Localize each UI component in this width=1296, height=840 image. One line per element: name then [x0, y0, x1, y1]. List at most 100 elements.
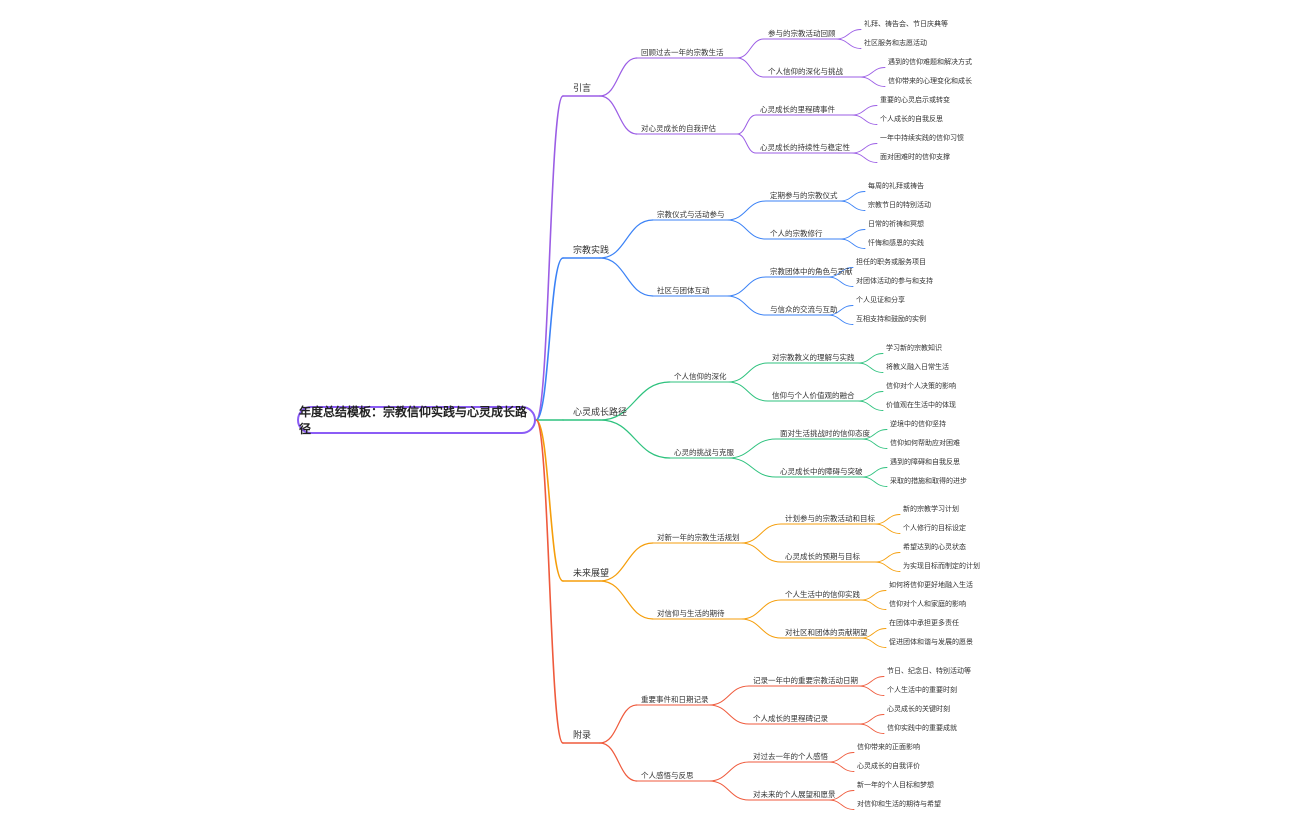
topic-label[interactable]: 对新一年的宗教生活规划 — [657, 532, 740, 542]
subtopic-label[interactable]: 对过去一年的个人感悟 — [753, 751, 828, 761]
subtopic-connector — [740, 523, 782, 544]
leaf-label[interactable]: 对团体活动的参与和支持 — [856, 276, 933, 285]
topic-label[interactable]: 重要事件和日期记录 — [641, 694, 709, 704]
leaf-label[interactable]: 价值观在生活中的体现 — [886, 400, 956, 409]
leaf-label[interactable]: 互相支持和鼓励的实例 — [856, 314, 926, 323]
subtopic-label[interactable]: 心灵成长的里程碑事件 — [760, 104, 835, 114]
leaf-label[interactable]: 希望达到的心灵状态 — [903, 542, 966, 551]
leaf-connector — [874, 552, 901, 563]
subtopic-label[interactable]: 参与的宗教活动回顾 — [768, 28, 836, 38]
leaf-label[interactable]: 遇到的信仰难题和解决方式 — [888, 57, 972, 66]
leaf-connector — [851, 143, 878, 154]
leaf-label[interactable]: 个人见证和分享 — [856, 295, 905, 304]
subtopic-connector — [726, 276, 767, 297]
leaf-label[interactable]: 信仰实践中的重要成就 — [887, 723, 957, 732]
subtopic-label[interactable]: 心灵成长的持续性与稳定性 — [760, 142, 850, 152]
subtopic-connector — [740, 599, 782, 620]
leaf-label[interactable]: 社区服务和志愿活动 — [864, 38, 927, 47]
subtopic-connector — [736, 38, 765, 59]
topic-label[interactable]: 宗教仪式与活动参与 — [657, 209, 725, 219]
leaf-connector — [861, 476, 888, 487]
subtopic-connector — [708, 780, 750, 801]
leaf-connector — [828, 761, 855, 772]
subtopic-label[interactable]: 面对生活挑战时的信仰态度 — [780, 428, 870, 438]
subtopic-label[interactable]: 对宗教教义的理解与实践 — [772, 352, 855, 362]
leaf-connector — [857, 391, 884, 402]
leaf-label[interactable]: 新的宗教学习计划 — [903, 504, 959, 513]
topic-label[interactable]: 对心灵成长的自我评估 — [641, 123, 716, 133]
subtopic-label[interactable]: 个人的宗教修行 — [770, 228, 823, 238]
topic-label[interactable]: 个人感悟与反思 — [641, 770, 694, 780]
topic-label[interactable]: 个人信仰的深化 — [674, 371, 727, 381]
branch-label[interactable]: 心灵成长路径 — [573, 408, 628, 418]
leaf-connector — [835, 38, 862, 49]
leaf-label[interactable]: 采取的措施和取得的进步 — [890, 476, 967, 485]
leaf-label[interactable]: 日常的祈祷和冥想 — [868, 219, 924, 228]
leaf-connector — [860, 637, 887, 648]
leaf-label[interactable]: 信仰带来的心理变化和成长 — [888, 76, 972, 85]
leaf-label[interactable]: 面对困难时的信仰支撑 — [880, 152, 950, 161]
leaf-label[interactable]: 将教义融入日常生活 — [886, 362, 949, 371]
topic-connector — [599, 57, 638, 97]
leaf-label[interactable]: 个人修行的目标设定 — [903, 523, 966, 532]
subtopic-label[interactable]: 信仰与个人价值观的融合 — [772, 390, 855, 400]
leaf-label[interactable]: 个人成长的自我反思 — [880, 114, 943, 123]
subtopic-label[interactable]: 计划参与的宗教活动和目标 — [785, 513, 875, 523]
subtopic-label[interactable]: 个人成长的里程碑记录 — [753, 713, 828, 723]
subtopic-label[interactable]: 宗教团体中的角色与贡献 — [770, 266, 853, 276]
leaf-connector — [839, 191, 866, 202]
leaf-label[interactable]: 如何将信仰更好地融入生活 — [889, 580, 973, 589]
subtopic-label[interactable]: 心灵成长的预期与目标 — [785, 551, 860, 561]
leaf-connector — [839, 229, 866, 240]
leaf-label[interactable]: 信仰对个人和家庭的影响 — [889, 599, 966, 608]
branch-connector — [535, 257, 564, 421]
topic-connector — [599, 95, 638, 135]
leaf-label[interactable]: 心灵成长的自我评价 — [857, 761, 920, 770]
leaf-connector — [839, 200, 866, 211]
leaf-label[interactable]: 心灵成长的关键时刻 — [887, 704, 950, 713]
subtopic-label[interactable]: 记录一年中的重要宗教活动日期 — [753, 675, 858, 685]
leaf-label[interactable]: 重要的心灵启示或转变 — [880, 95, 950, 104]
leaf-label[interactable]: 忏悔和感恩的实践 — [868, 238, 924, 247]
leaf-label[interactable]: 信仰对个人决策的影响 — [886, 381, 956, 390]
leaf-label[interactable]: 促进团体和谐与发展的愿景 — [889, 637, 973, 646]
leaf-connector — [851, 114, 878, 125]
topic-label[interactable]: 回顾过去一年的宗教生活 — [641, 47, 724, 57]
topic-label[interactable]: 对信仰与生活的期待 — [657, 608, 725, 618]
branch-label[interactable]: 未来展望 — [573, 569, 610, 579]
leaf-label[interactable]: 一年中持续实践的信仰习惯 — [880, 133, 964, 142]
branch-label[interactable]: 宗教实践 — [573, 246, 610, 256]
subtopic-label[interactable]: 对未来的个人展望和愿景 — [753, 789, 836, 799]
subtopic-label[interactable]: 定期参与的宗教仪式 — [770, 190, 838, 200]
leaf-label[interactable]: 每周的礼拜或祷告 — [868, 181, 924, 190]
leaf-label[interactable]: 新一年的个人目标和梦想 — [857, 780, 934, 789]
subtopic-connector — [727, 438, 777, 459]
leaf-label[interactable]: 节日、纪念日、特别活动等 — [887, 666, 971, 675]
subtopic-label[interactable]: 与信众的交流与互助 — [770, 304, 838, 314]
root-node[interactable]: 年度总结模板：宗教信仰实践与心灵成长路径 — [297, 405, 536, 436]
leaf-label[interactable]: 对信仰和生活的期待与希望 — [857, 799, 941, 808]
leaf-connector — [835, 29, 862, 40]
leaf-label[interactable]: 为实现目标而制定的计划 — [903, 561, 980, 570]
leaf-connector — [858, 714, 885, 725]
subtopic-label[interactable]: 心灵成长中的障碍与突破 — [780, 466, 863, 476]
topic-connector — [599, 580, 654, 620]
leaf-label[interactable]: 逆境中的信仰坚持 — [890, 419, 946, 428]
leaf-label[interactable]: 学习新的宗教知识 — [886, 343, 942, 352]
leaf-label[interactable]: 个人生活中的重要时刻 — [887, 685, 957, 694]
leaf-connector — [860, 599, 887, 610]
leaf-label[interactable]: 礼拜、祷告会、节日庆典等 — [864, 19, 948, 28]
branch-label[interactable]: 引言 — [573, 84, 592, 94]
leaf-label[interactable]: 担任的职务或服务项目 — [856, 257, 926, 266]
leaf-label[interactable]: 遇到的障碍和自我反思 — [890, 457, 960, 466]
leaf-label[interactable]: 信仰如何帮助应对困难 — [890, 438, 960, 447]
branch-label[interactable]: 附录 — [573, 731, 592, 741]
topic-label[interactable]: 心灵的挑战与克服 — [674, 447, 734, 457]
subtopic-label[interactable]: 个人生活中的信仰实践 — [785, 589, 860, 599]
subtopic-label[interactable]: 个人信仰的深化与挑战 — [768, 66, 843, 76]
leaf-label[interactable]: 信仰带来的正面影响 — [857, 742, 920, 751]
leaf-label[interactable]: 在团体中承担更多责任 — [889, 618, 959, 627]
topic-label[interactable]: 社区与团体互动 — [657, 285, 710, 295]
subtopic-label[interactable]: 对社区和团体的贡献期望 — [785, 627, 868, 637]
leaf-label[interactable]: 宗教节日的特别活动 — [868, 200, 931, 209]
